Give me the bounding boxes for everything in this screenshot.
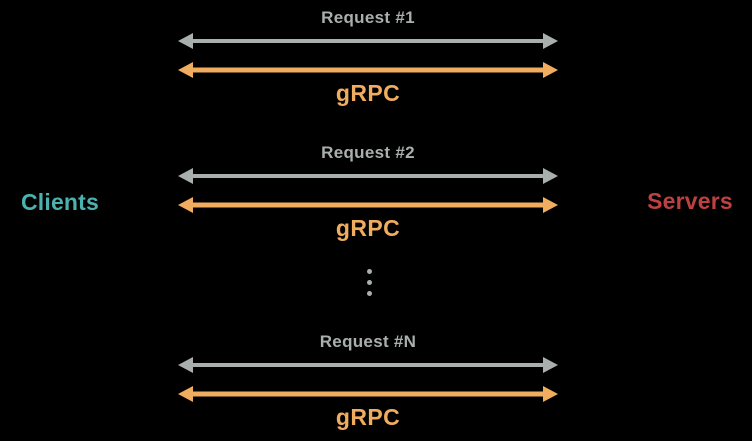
arrow-shaft bbox=[190, 363, 546, 367]
request-1-label: Request #1 bbox=[321, 8, 415, 27]
request-section-n: Request #N gRPC bbox=[178, 324, 558, 434]
arrow-right-head-icon bbox=[543, 62, 558, 78]
arrow-left-head-icon bbox=[178, 197, 193, 213]
arrow-shaft bbox=[190, 174, 546, 178]
ellipsis-dot bbox=[366, 291, 372, 296]
request-section-1: Request #1 gRPC bbox=[178, 0, 558, 110]
grpc-1-label: gRPC bbox=[335, 80, 401, 106]
vertical-ellipsis-icon bbox=[366, 269, 372, 296]
request-1-arrow bbox=[178, 33, 558, 49]
arrow-left-head-icon bbox=[178, 168, 193, 184]
arrow-right-head-icon bbox=[543, 168, 558, 184]
clients-label: Clients bbox=[20, 189, 100, 215]
request-2-arrow bbox=[178, 168, 558, 184]
request-2-label: Request #2 bbox=[321, 143, 415, 162]
arrow-right-head-icon bbox=[543, 386, 558, 402]
grpc-2-arrow bbox=[178, 197, 558, 213]
arrow-shaft bbox=[190, 39, 546, 43]
request-section-2: Request #2 gRPC bbox=[178, 135, 558, 245]
arrow-left-head-icon bbox=[178, 357, 193, 373]
arrow-right-head-icon bbox=[543, 33, 558, 49]
arrow-shaft bbox=[190, 391, 546, 397]
request-n-arrow bbox=[178, 357, 558, 373]
arrow-left-head-icon bbox=[178, 386, 193, 402]
ellipsis-dot bbox=[366, 269, 372, 274]
arrow-left-head-icon bbox=[178, 33, 193, 49]
grpc-n-arrow bbox=[178, 386, 558, 402]
request-n-label: Request #N bbox=[319, 332, 417, 351]
grpc-1-arrow bbox=[178, 62, 558, 78]
grpc-2-label: gRPC bbox=[335, 215, 401, 241]
arrow-left-head-icon bbox=[178, 62, 193, 78]
arrow-right-head-icon bbox=[543, 197, 558, 213]
arrow-right-head-icon bbox=[543, 357, 558, 373]
arrow-shaft bbox=[190, 67, 546, 73]
ellipsis-dot bbox=[366, 280, 372, 285]
arrow-shaft bbox=[190, 202, 546, 208]
grpc-n-label: gRPC bbox=[335, 404, 401, 430]
servers-label: Servers bbox=[647, 188, 733, 214]
